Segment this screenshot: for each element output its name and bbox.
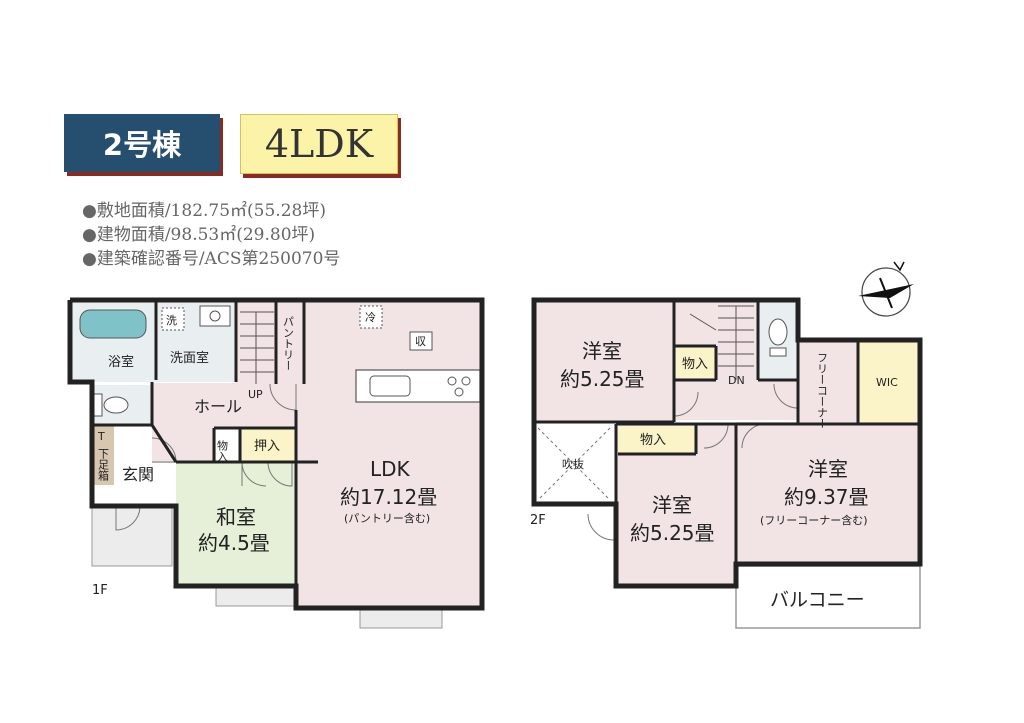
- washroom-label: 洗面室: [170, 350, 209, 366]
- dn-label: DN: [728, 374, 745, 387]
- ldk-note: (パントリー含む): [344, 511, 430, 525]
- toilet-bowl-2f: [768, 318, 788, 346]
- room1-size: 約5.25畳: [560, 367, 645, 391]
- void-cross: [537, 427, 611, 501]
- storage-shelf: [409, 331, 433, 351]
- closet1-2f-label: 物入: [682, 357, 708, 372]
- ldk-size: 約17.12畳: [340, 485, 437, 509]
- room2-name: 洋室: [652, 493, 692, 517]
- washitsu-deck: [215, 585, 297, 607]
- bath-label: 浴室: [108, 354, 134, 370]
- washer-mark: 洗: [166, 314, 177, 327]
- free-corner-label: フリーコーナー: [816, 352, 829, 429]
- washitsu-size: 約4.5畳: [198, 531, 270, 555]
- shoebox: [92, 425, 114, 485]
- free-corner: [798, 340, 858, 422]
- pantry-label: パントリー: [282, 316, 295, 371]
- washer-space: [161, 307, 185, 331]
- stove-burner: [454, 387, 464, 397]
- closet2-2f-label: 物入: [640, 433, 666, 448]
- ldk-room: [296, 300, 482, 608]
- building-area-spec: ●建物面積/98.53㎡(29.80坪): [82, 225, 316, 245]
- stairs-2f: [689, 305, 754, 380]
- floor-1-label: 1F: [92, 583, 108, 598]
- shoebox-t: T: [97, 430, 105, 443]
- fridge-space: [359, 305, 383, 329]
- closet-1f-label: 物入: [216, 439, 229, 462]
- pantry-room: [276, 300, 304, 384]
- stove-burner: [447, 376, 457, 386]
- ldk-deck: [359, 607, 443, 629]
- ldk-name: LDK: [370, 457, 411, 481]
- storage-mark: 収: [415, 335, 426, 348]
- oshiire-label: 押入: [254, 439, 280, 454]
- room1-name: 洋室: [582, 339, 622, 363]
- bathtub: [79, 309, 147, 339]
- room3-size: 約9.37畳: [784, 485, 869, 509]
- room3-name: 洋室: [808, 457, 848, 481]
- wic-room: [858, 340, 920, 422]
- balcony-label: バルコニー: [770, 589, 865, 611]
- up-label: UP: [248, 388, 263, 401]
- floor-2-label: 2F: [530, 513, 546, 528]
- small-closet-1f: [216, 428, 240, 462]
- oshiire-closet: [242, 428, 296, 462]
- floor-1-plan: 浴室 洗面室 洗 ホール UP パントリー 冷 収 玄関 T 下足箱 物入 押入…: [67, 297, 485, 629]
- shoebox-label: 下足箱: [97, 448, 110, 482]
- layout-type-badge: 4LDK: [240, 114, 398, 174]
- inner-walls-2f: [534, 300, 920, 564]
- porch: [91, 505, 173, 567]
- washitsu-name: 和室: [216, 505, 256, 529]
- toilet-tank-2f: [769, 347, 787, 357]
- hall-label: ホール: [194, 397, 242, 416]
- room1: [534, 300, 674, 422]
- fukinuke-label: 吹抜: [562, 457, 584, 471]
- room2-size: 約5.25畳: [630, 521, 715, 545]
- compass-north-icon: [858, 261, 914, 317]
- toilet-tank: [93, 393, 103, 417]
- closet2-2f: [618, 426, 696, 454]
- inner-walls-1f: [92, 300, 318, 586]
- wic-label: WIC: [876, 376, 898, 389]
- washitsu-room: [176, 462, 298, 586]
- site-area-spec: ●敷地面積/182.75㎡(55.28坪): [82, 201, 326, 221]
- toilet-bowl: [103, 396, 129, 414]
- fridge-mark: 冷: [365, 311, 376, 324]
- room3: [736, 422, 920, 564]
- entrance-label: 玄関: [122, 465, 154, 484]
- balcony: [735, 565, 921, 629]
- permit-number-spec: ●建築確認番号/ACS第250070号: [82, 249, 341, 269]
- basin-bowl: [209, 310, 221, 322]
- stairs-1f: [240, 311, 274, 384]
- kitchen-sink: [369, 375, 411, 397]
- floor-2-plan: 洋室 約5.25畳 物入 DN フリーコーナー WIC 吹抜 物入 洋室 約5.…: [530, 297, 923, 629]
- stove-burner: [461, 376, 471, 386]
- wash-basin: [199, 305, 231, 327]
- closet1-2f: [676, 346, 716, 378]
- building-number-badge: 2号棟: [64, 114, 220, 172]
- room3-note: (フリーコーナー含む): [760, 513, 868, 527]
